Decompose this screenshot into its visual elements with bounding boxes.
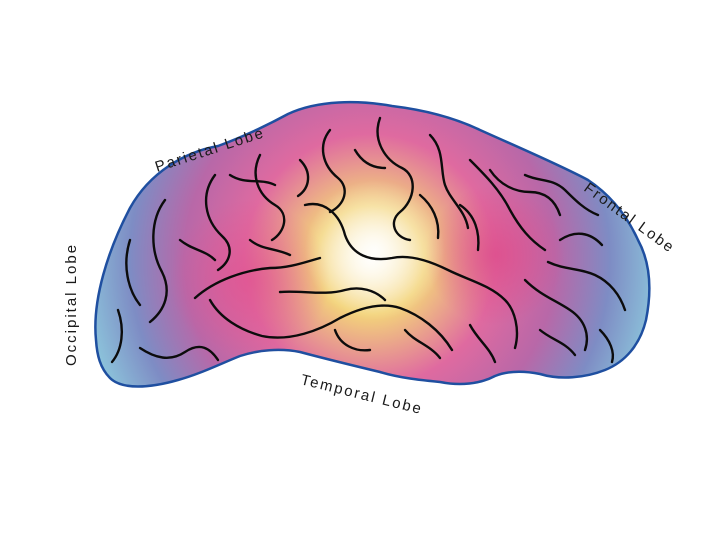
brain-sulci bbox=[110, 116, 627, 364]
label-occipital-lobe: Occipital Lobe bbox=[63, 243, 80, 366]
